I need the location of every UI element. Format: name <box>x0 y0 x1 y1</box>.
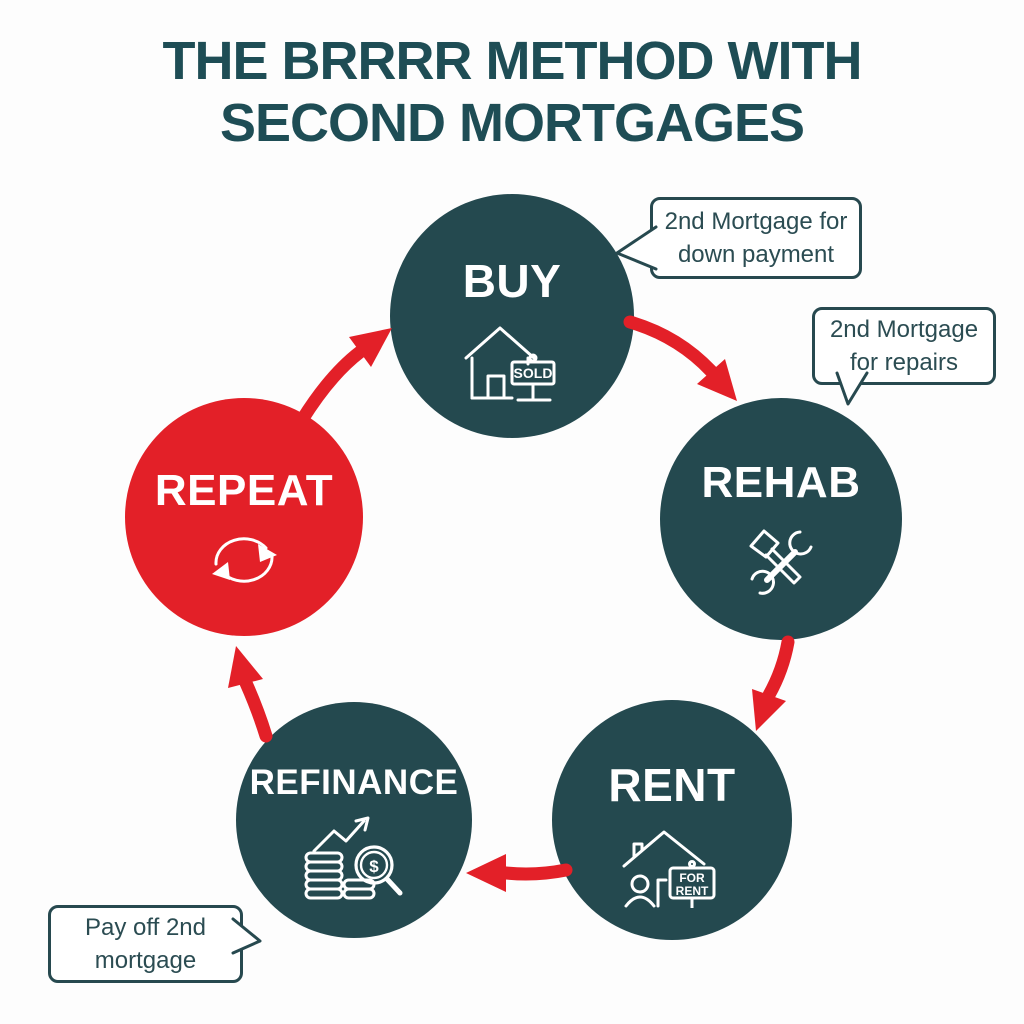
house-sold-icon: SOLD <box>460 318 564 404</box>
callout-payoff-line1: Pay off 2nd <box>85 914 206 941</box>
page-title-line2: SECOND MORTGAGES <box>219 93 805 153</box>
callout-repairs: 2nd Mortgage for repairs <box>812 307 996 385</box>
callout-payoff: Pay off 2nd mortgage <box>48 905 243 983</box>
step-label-refinance: REFINANCE <box>249 763 459 802</box>
callout-down-payment-line2: down payment <box>677 241 835 268</box>
arrow-repeat-to-buy <box>295 328 392 427</box>
arrow-rent-to-refinance <box>466 854 573 892</box>
page-title: THE BRRRR METHOD WITH SECOND MORTGAGES <box>0 30 1024 154</box>
sold-sign-text: SOLD <box>514 365 553 381</box>
step-label-buy: BUY <box>462 255 562 307</box>
hammer-wrench-icon <box>737 518 825 606</box>
coins-magnifier-growth-icon-art <box>304 816 403 900</box>
cycle-step-rehab: REHAB <box>660 398 902 640</box>
step-label-rent: RENT <box>608 759 736 811</box>
cycle-step-buy: BUY SOLD <box>390 194 634 438</box>
circular-arrows-icon <box>204 526 284 594</box>
callout-repairs-line2: for repairs <box>849 349 959 376</box>
hammer-wrench-icon-art <box>749 529 813 595</box>
callout-payoff-line2: mortgage <box>94 947 197 974</box>
callout-repairs-line1: 2nd Mortgage <box>829 316 979 343</box>
arrow-buy-to-rehab <box>623 315 737 401</box>
arrow-rehab-to-rent <box>752 635 795 731</box>
callout-down-payment-line1: 2nd Mortgage for <box>664 208 848 235</box>
circular-arrows-icon-art <box>212 537 277 583</box>
cycle-step-rent: RENT FOR RENT <box>552 700 792 940</box>
cycle-step-repeat: REPEAT <box>125 398 363 636</box>
coins-magnifier-growth-icon: $ <box>298 813 410 903</box>
arrow-refinance-to-repeat <box>228 646 273 743</box>
callout-down-payment: 2nd Mortgage for down payment <box>650 197 862 279</box>
dollar-sign-text: $ <box>369 857 379 876</box>
step-label-rehab: REHAB <box>701 458 861 507</box>
house-sold-icon-art <box>464 326 556 402</box>
step-label-repeat: REPEAT <box>154 466 334 515</box>
for-rent-sign-line2: RENT <box>676 884 709 898</box>
cycle-step-refinance: REFINANCE $ <box>236 702 472 938</box>
page-title-line1: THE BRRRR METHOD WITH <box>162 31 863 91</box>
house-for-rent-icon: FOR RENT <box>620 822 724 908</box>
house-for-rent-icon-art <box>622 830 716 908</box>
for-rent-sign-line1: FOR <box>679 871 705 885</box>
